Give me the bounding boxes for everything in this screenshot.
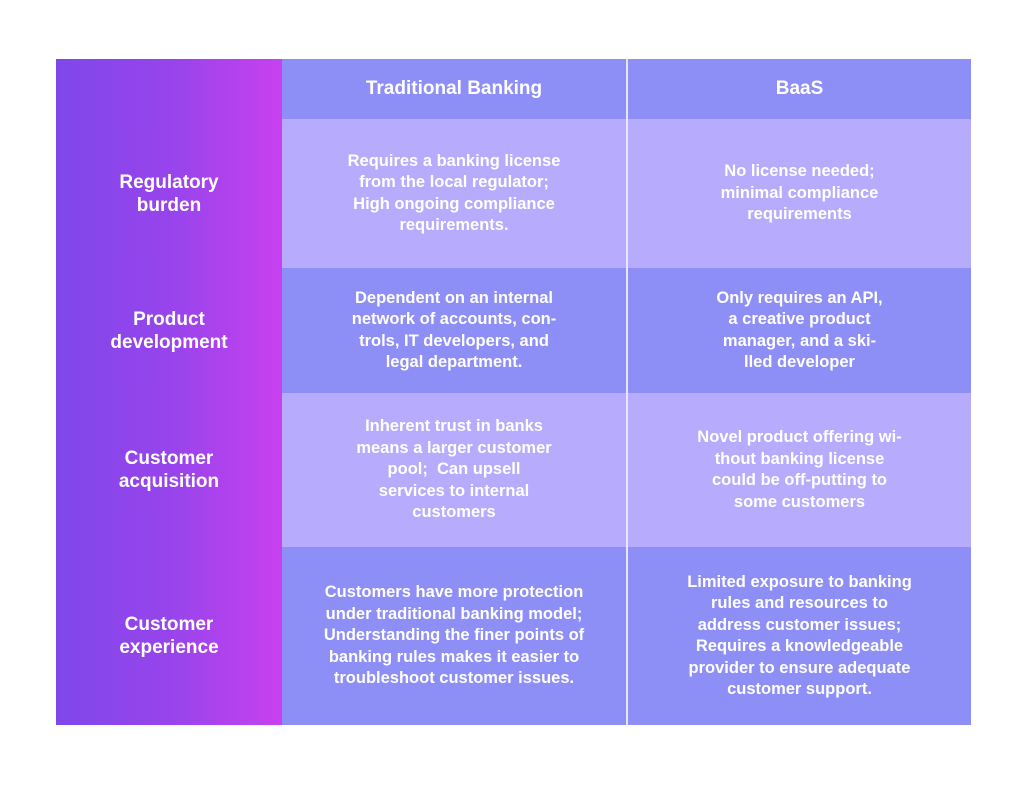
cell-line: thout banking license <box>714 449 885 468</box>
cell-product-baas: Only requires an API, a creative product… <box>626 268 971 393</box>
row-label-line: acquisition <box>118 471 220 492</box>
cell-line: troubleshoot customer issues. <box>333 669 575 688</box>
cell-line: could be off-putting to <box>711 471 888 489</box>
cell-line: rules and resources to <box>711 594 888 612</box>
comparison-table: Regulatory burden Product development Cu… <box>56 59 971 725</box>
cell-line: pool; Can upsell <box>387 460 521 479</box>
cell-line: Only requires an API, <box>716 288 883 307</box>
cell-line: Requires a knowledgeable <box>695 637 904 655</box>
cell-regulatory-baas: No license needed; minimal compliance re… <box>626 119 971 268</box>
cell-line: minimal compliance <box>720 183 879 202</box>
cell-regulatory-traditional: Requires a banking license from the loca… <box>282 119 626 268</box>
cell-line: High ongoing compliance <box>353 194 555 213</box>
cell-line: requirements <box>747 205 852 224</box>
cell-line: banking rules makes it easier to <box>328 647 580 666</box>
corner-cell <box>56 59 282 119</box>
row-label-line: Customer <box>124 614 214 635</box>
row-label-line: Product <box>133 308 205 330</box>
row-label-column: Regulatory burden Product development Cu… <box>56 59 282 725</box>
cell-experience-traditional: Customers have more protection under tra… <box>282 547 626 725</box>
cell-line: address customer issues; <box>697 615 902 634</box>
cell-line: under traditional banking model; <box>325 604 583 623</box>
row-label-line: Customer <box>124 448 214 469</box>
cell-line: means a larger customer <box>356 438 552 457</box>
column-header-traditional-banking: Traditional Banking <box>282 59 626 119</box>
row-label-customer-experience: Customer experience <box>56 547 282 725</box>
cell-acquisition-baas: Novel product offering wi- thout banking… <box>626 393 971 547</box>
cell-line: requirements. <box>399 216 509 234</box>
row-label-line: development <box>110 331 228 353</box>
row-label-line: burden <box>136 194 202 216</box>
cell-line: services to internal <box>378 481 530 500</box>
row-label-line: experience <box>119 637 219 658</box>
cell-experience-baas: Limited exposure to banking rules and re… <box>626 547 971 725</box>
row-label-customer-acquisition: Customer acquisition <box>56 393 282 547</box>
cell-line: trols, IT developers, and <box>359 331 549 350</box>
row-label-regulatory-burden: Regulatory burden <box>56 119 282 268</box>
cell-line: customer support. <box>727 680 872 698</box>
cell-line: Understanding the finer points of <box>323 626 585 645</box>
cell-line: customers <box>412 503 496 522</box>
row-label-product-development: Product development <box>56 268 282 393</box>
cell-line: legal department. <box>385 353 523 371</box>
cell-line: a creative product <box>728 310 871 328</box>
cell-line: manager, and a ski- <box>722 331 877 350</box>
cell-line: Limited exposure to banking <box>687 572 912 591</box>
cell-line: lled developer <box>744 353 855 371</box>
cell-line: Novel product offering wi- <box>697 428 902 446</box>
cell-line: Inherent trust in banks <box>365 417 543 436</box>
cell-line: provider to ensure adequate <box>688 658 911 677</box>
cell-acquisition-traditional: Inherent trust in banks means a larger c… <box>282 393 626 547</box>
cell-line: from the local regulator; <box>359 173 549 191</box>
cell-product-traditional: Dependent on an internal network of acco… <box>282 268 626 393</box>
column-header-baas: BaaS <box>626 59 971 119</box>
cell-line: Dependent on an internal <box>354 288 554 307</box>
cell-line: No license needed; <box>724 162 875 181</box>
cell-line: Requires a banking license <box>347 151 561 170</box>
cell-line: Customers have more protection <box>324 583 584 602</box>
cell-line: some customers <box>733 492 866 511</box>
row-label-line: Regulatory <box>119 171 219 193</box>
cell-line: network of accounts, con- <box>351 310 557 328</box>
